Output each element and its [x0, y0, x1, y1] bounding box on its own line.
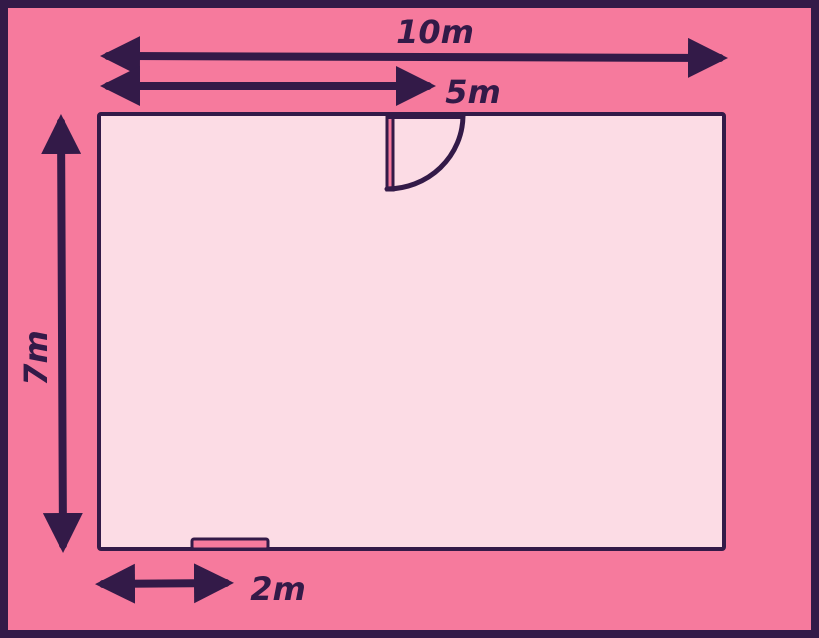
height-arrow: [41, 114, 83, 553]
door-offset-label: 5m: [445, 73, 501, 111]
window-icon: [190, 537, 270, 551]
door-swing-icon: [384, 112, 466, 192]
window-offset-arrow: [95, 563, 234, 604]
total-width-arrow: [100, 36, 728, 78]
room-outline: [97, 112, 726, 551]
height-label: 7m: [17, 330, 55, 386]
total-width-label: 10m: [396, 13, 474, 51]
window-offset-label: 2m: [250, 570, 306, 608]
